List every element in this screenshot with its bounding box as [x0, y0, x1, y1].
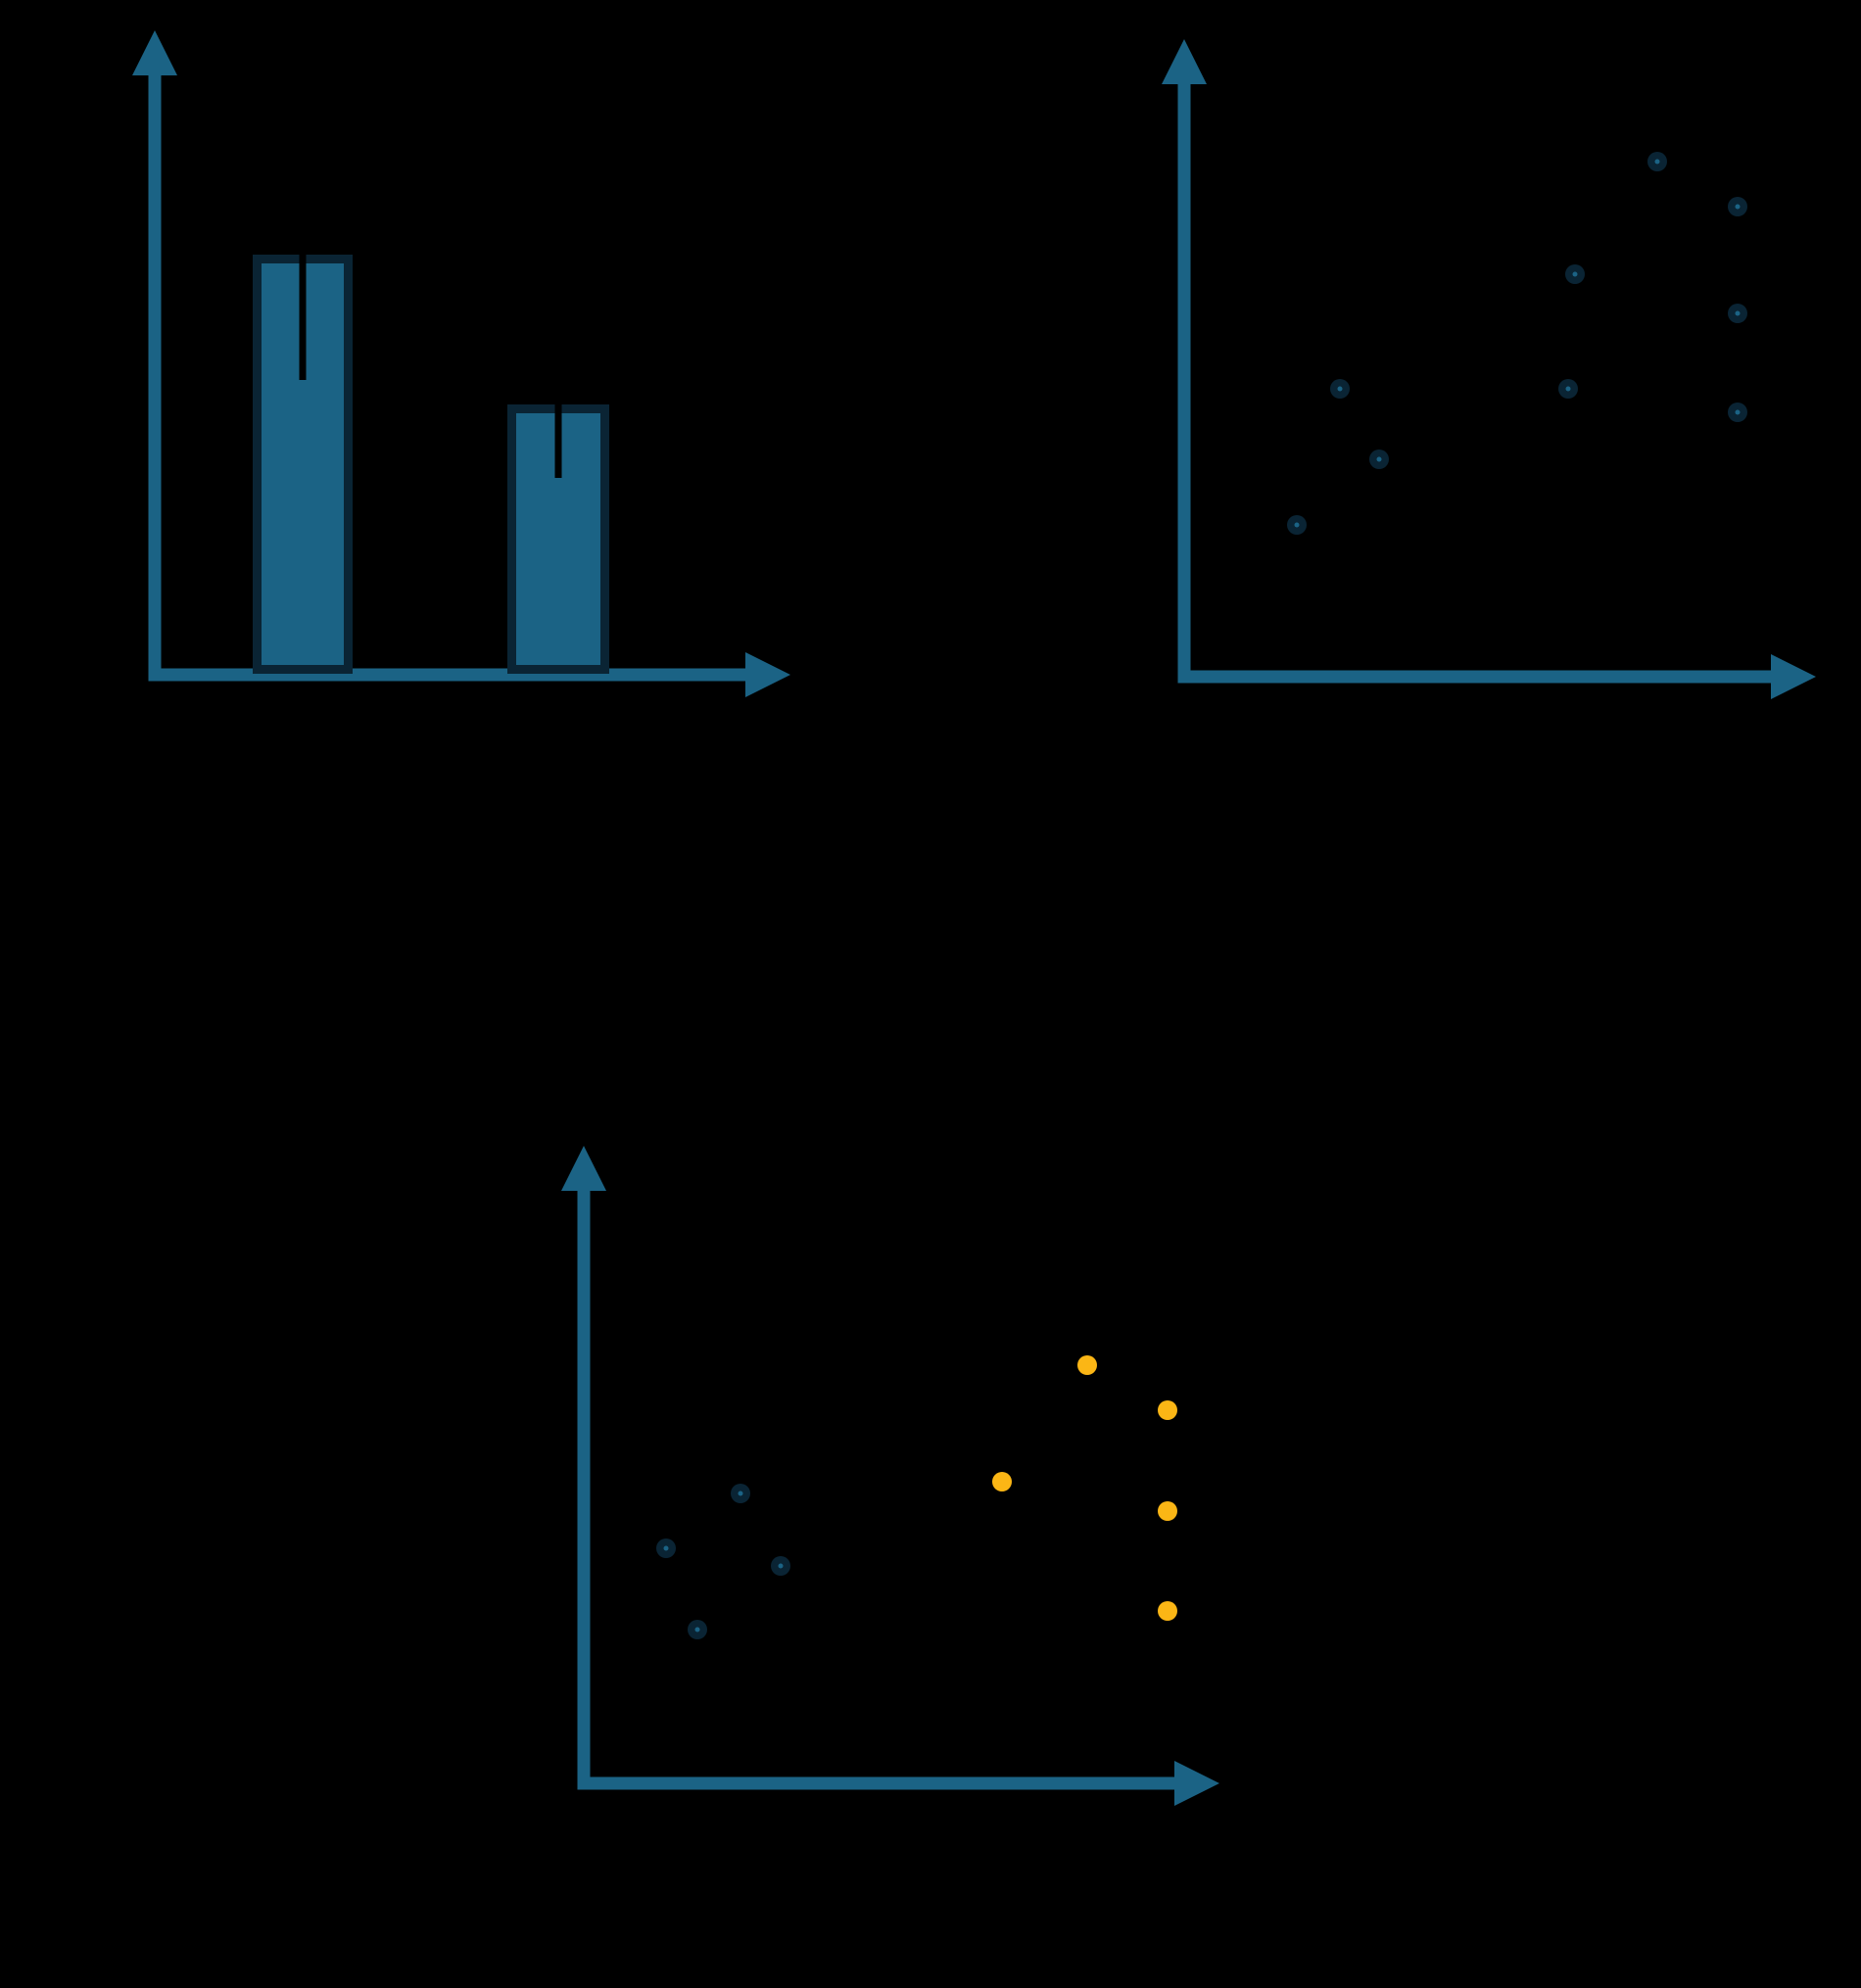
scatter-point-center — [1565, 386, 1571, 392]
scatter-point-center — [1735, 310, 1741, 316]
scatter-point-center — [1735, 204, 1741, 210]
scatter-point — [1158, 1501, 1177, 1521]
x-axis-arrowhead-icon — [745, 652, 790, 697]
y-axis-line — [577, 1183, 591, 1790]
scatter-point-center — [663, 1545, 669, 1551]
scatter-point — [992, 1472, 1012, 1491]
scatter-point — [1077, 1355, 1097, 1375]
bar-chart — [132, 30, 790, 697]
y-axis-arrowhead-icon — [132, 30, 177, 75]
y-axis-arrowhead-icon — [561, 1146, 606, 1191]
scatter-chart — [1162, 39, 1816, 699]
x-axis-line — [148, 668, 753, 682]
scatter-point-center — [778, 1563, 784, 1569]
scatter-point-center — [738, 1491, 743, 1496]
y-axis-arrowhead-icon — [1162, 39, 1207, 84]
error-bar — [299, 254, 307, 380]
scatter-point-center — [1294, 522, 1300, 528]
scatter-point-center — [1735, 409, 1741, 415]
y-axis-line — [1177, 76, 1191, 684]
scatter-point — [1158, 1601, 1177, 1621]
x-axis-line — [1177, 670, 1779, 684]
cluster-scatter-chart — [561, 1146, 1219, 1806]
scatter-point — [1158, 1400, 1177, 1420]
scatter-point-center — [1337, 386, 1343, 392]
x-axis-line — [577, 1776, 1182, 1790]
error-bar — [554, 403, 562, 478]
scatter-point-center — [1572, 271, 1578, 277]
x-axis-arrowhead-icon — [1771, 654, 1816, 699]
x-axis-arrowhead-icon — [1174, 1761, 1219, 1806]
scatter-point-center — [1376, 456, 1382, 462]
scatter-point-center — [1654, 159, 1660, 165]
y-axis-line — [148, 68, 162, 682]
scatter-point-center — [694, 1627, 700, 1633]
